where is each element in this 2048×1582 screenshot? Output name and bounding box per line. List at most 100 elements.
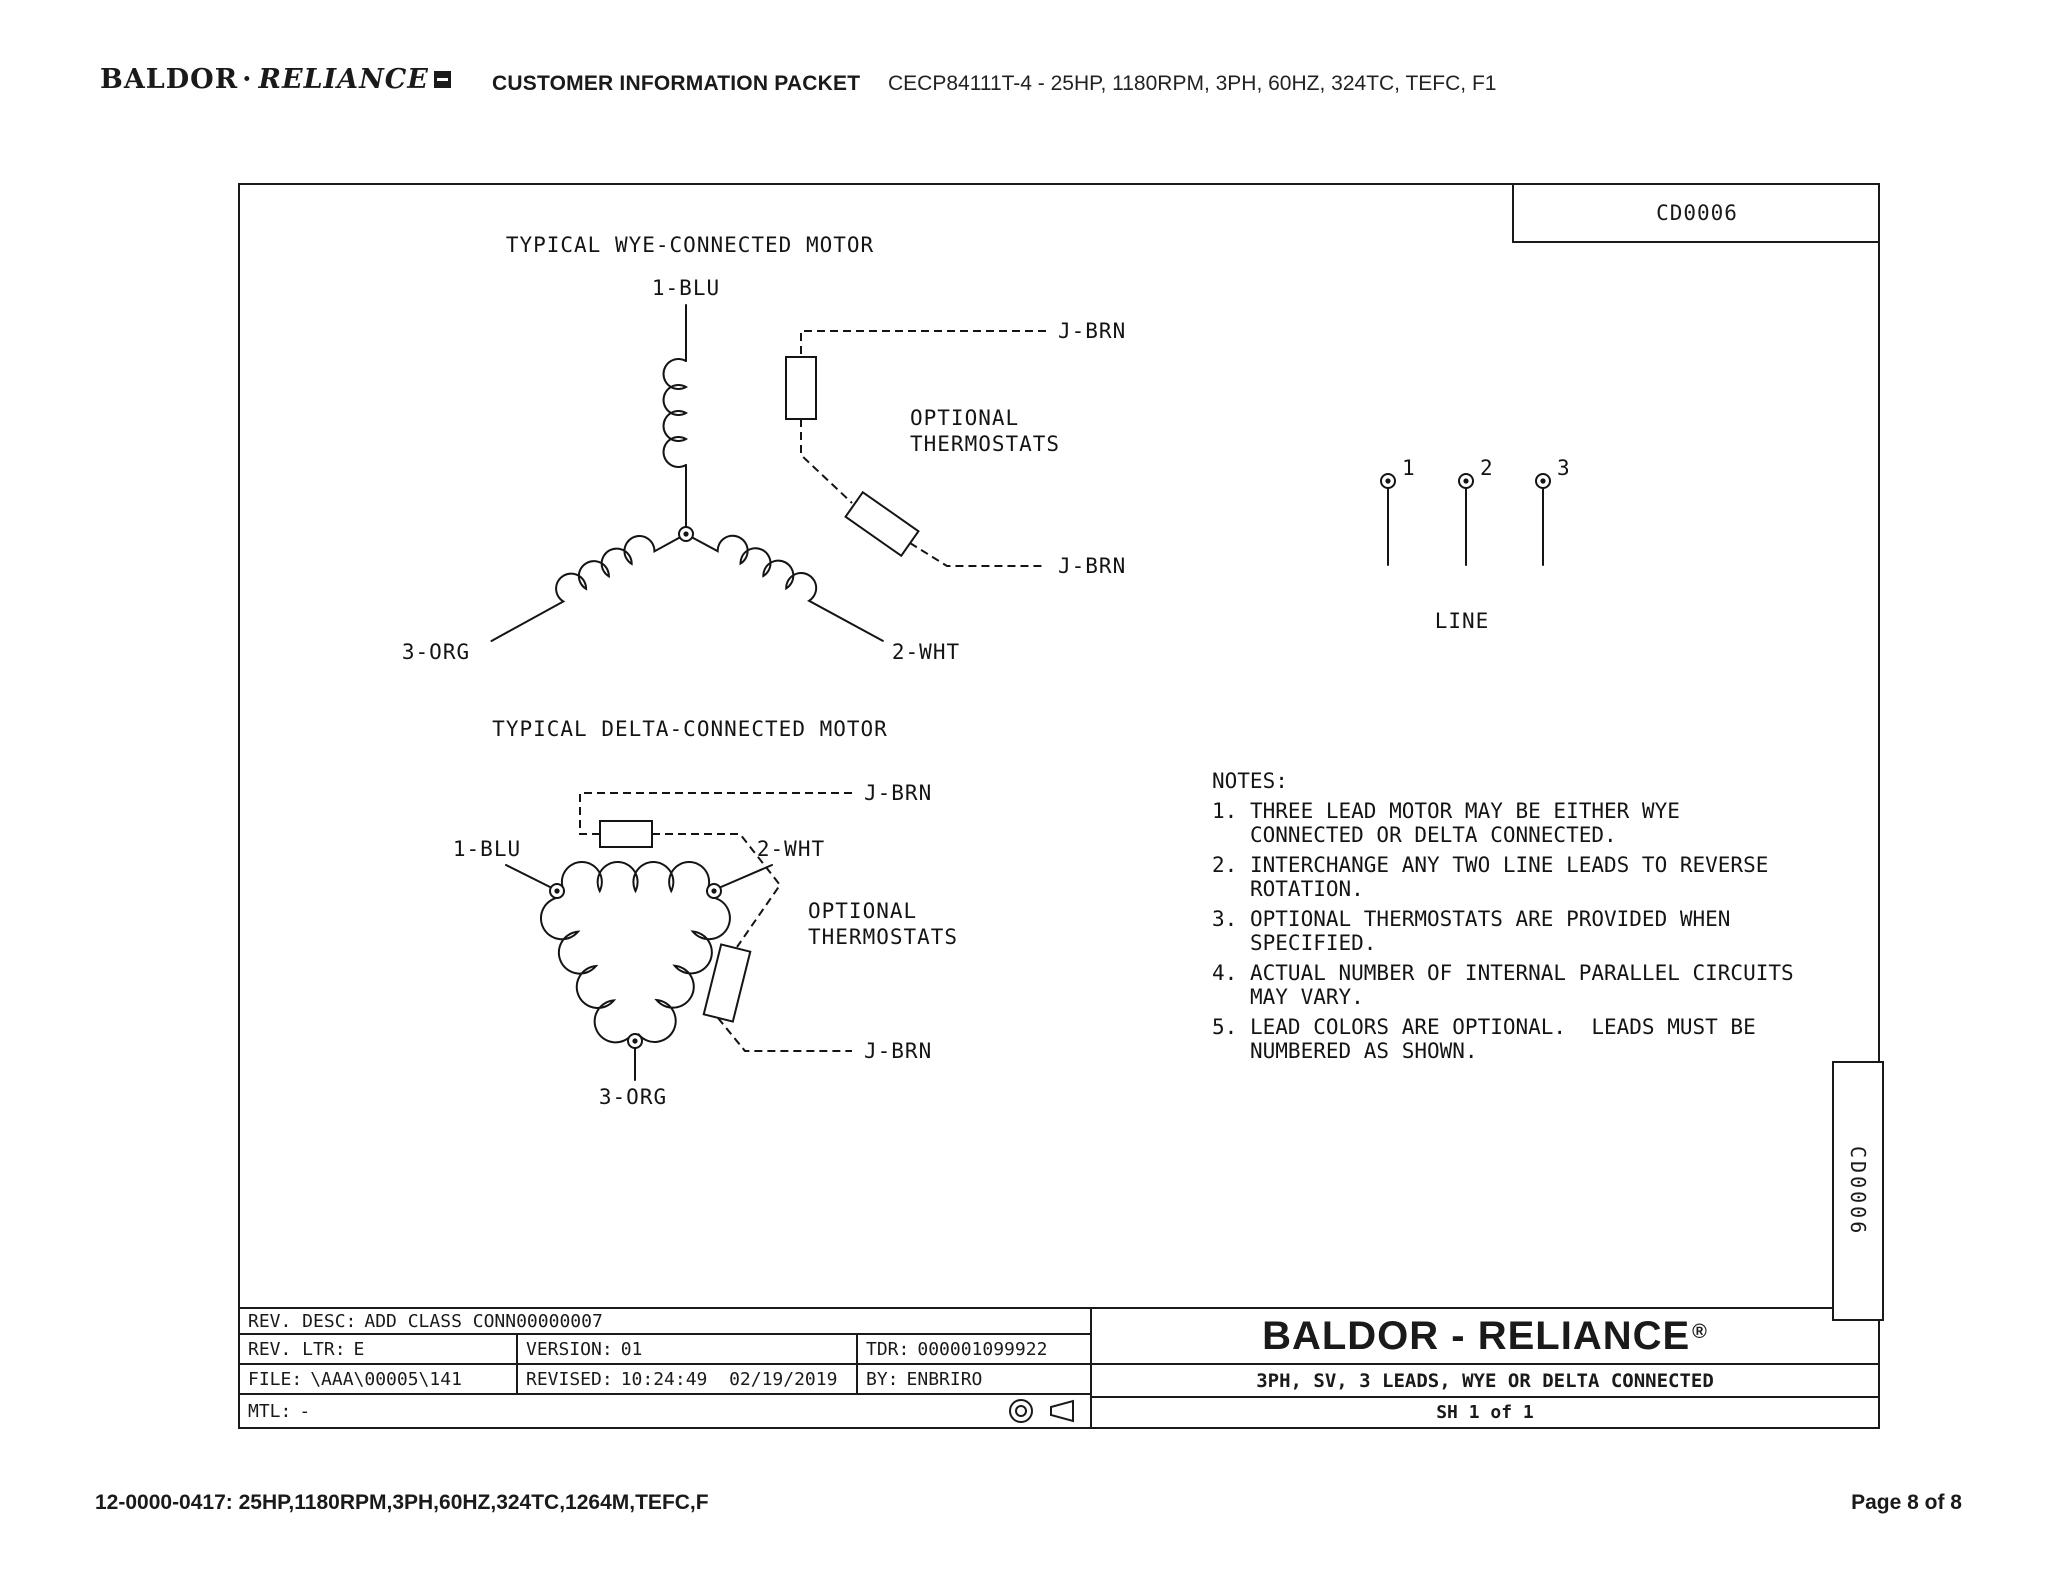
line-lead-number-1: 1 [1402,456,1416,480]
edge-code-text: CD0006 [1846,1145,1870,1237]
note-item: 4. ACTUAL NUMBER OF INTERNAL PARALLEL CI… [1212,961,1812,1009]
wye-windings [490,304,884,642]
delta-thermostat-symbol-2 [702,943,752,1023]
delta-lead2-label: 2-WHT [757,837,825,861]
file-value: \AAA\00005\141 [310,1368,462,1390]
delta-lead2-wire [720,864,773,888]
projection-cone-icon [1050,1399,1074,1423]
brand-left: BALDOR [100,64,239,95]
note-text: OPTIONAL THERMOSTATS ARE PROVIDED WHEN S… [1250,907,1744,955]
wye-jbrn-bottom-label: J-BRN [1058,554,1126,578]
by-value: ENBRIRO [906,1368,983,1390]
brand-mark-icon [433,71,451,88]
file-revised-by-row: FILE: \AAA\00005\141 REVISED: 10:24:49 0… [240,1365,1090,1395]
sheet-number: SH 1 of 1 [1436,1402,1534,1423]
tdr-label: TDR: [866,1338,910,1360]
by-cell: BY: ENBRIRO [858,1365,1090,1393]
footer-catalog-line: 12-0000-0417: 25HP,1180RPM,3PH,60HZ,324T… [95,1491,709,1514]
wye-thermostat-circuit [785,330,1046,567]
doc-type-title: CUSTOMER INFORMATION PACKET [492,72,861,95]
delta-windings [505,861,773,1081]
delta-diagram: TYPICAL DELTA-CONNECTED MOTOR 1-BLU 2-WH… [453,717,958,1109]
file-cell: FILE: \AAA\00005\141 [240,1365,518,1393]
note-item: 3. OPTIONAL THERMOSTATS ARE PROVIDED WHE… [1212,907,1812,955]
delta-lead1-wire [505,864,551,888]
wye-lead1-label: 1-BLU [652,276,720,300]
note-text: THREE LEAD MOTOR MAY BE EITHER WYE CONNE… [1250,799,1693,847]
delta-coil-top [560,861,711,894]
wye-jbrn-top-label: J-BRN [1058,319,1126,343]
delta-jbrn-top-label: J-BRN [864,781,932,805]
spec-line: CECP84111T-4 - 25HP, 1180RPM, 3PH, 60HZ,… [888,72,1497,95]
mtl-cell: MTL: - [240,1395,310,1427]
delta-jbrn-bottom-label: J-BRN [864,1039,932,1063]
file-label: FILE: [248,1368,303,1390]
wye-thermostat-symbol-1 [785,356,817,420]
delta-thermostat-note-line1: OPTIONAL [808,899,917,923]
version-value: 01 [620,1338,643,1360]
line-leads: 1 2 3 LINE [1380,456,1571,633]
rev-version-tdr-row: REV. LTR: E VERSION: 01 TDR: 00000109992… [240,1335,1090,1365]
brand-logo: BALDOR·RELIANCE [100,64,451,95]
note-text: ACTUAL NUMBER OF INTERNAL PARALLEL CIRCU… [1250,961,1807,1009]
registered-mark: ® [1692,1320,1708,1343]
revised-cell: REVISED: 10:24:49 02/19/2019 [518,1365,858,1393]
revised-label: REVISED: [526,1368,613,1390]
delta-lead3-label: 3-ORG [599,1085,667,1109]
tdr-value: 000001099922 [917,1338,1048,1360]
note-number: 5. [1212,1015,1238,1039]
wye-thermostat-symbol-2 [844,490,920,558]
note-number: 1. [1212,799,1238,823]
drawing-code: CD0006 [1656,201,1738,225]
rev-ltr-value: E [353,1338,365,1360]
notes-heading: NOTES: [1212,769,1288,793]
title-block-revision-area: REV. DESC: ADD CLASS CONN00000007 REV. L… [240,1309,1092,1427]
page-number: Page 8 of 8 [1851,1491,1962,1514]
drawing-sheet: CD0006 TYPICAL WYE-CONNECTED MOTOR 1-BLU… [238,183,1884,1429]
note-item: 5. LEAD COLORS ARE OPTIONAL. LEADS MUST … [1212,1015,1812,1063]
delta-thermostat-circuit [579,792,852,1052]
line-lead-number-2: 2 [1480,456,1494,480]
wye-diagram: TYPICAL WYE-CONNECTED MOTOR 1-BLU 3-ORG … [402,233,1126,664]
notes-block: NOTES: 1. THREE LEAD MOTOR MAY BE EITHER… [1212,769,1812,1069]
delta-thermostat-note-line2: THERMOSTATS [808,925,958,949]
version-cell: VERSION: 01 [518,1335,858,1363]
delta-title: TYPICAL DELTA-CONNECTED MOTOR [492,717,888,741]
drawing-description: 3PH, SV, 3 LEADS, WYE OR DELTA CONNECTED [1092,1365,1878,1398]
wye-title: TYPICAL WYE-CONNECTED MOTOR [506,233,874,257]
rev-ltr-cell: REV. LTR: E [240,1335,518,1363]
note-text: LEAD COLORS ARE OPTIONAL. LEADS MUST BE … [1250,1015,1769,1063]
projection-circles-icon [1009,1399,1033,1423]
note-item: 1. THREE LEAD MOTOR MAY BE EITHER WYE CO… [1212,799,1812,847]
mtl-value: - [299,1400,311,1422]
company-name-text: BALDOR - RELIANCE [1262,1313,1691,1358]
line-lead-number-3: 3 [1557,456,1571,480]
line-lead-wires [1387,487,1544,566]
wye-lead3-label: 3-ORG [402,640,470,664]
wye-lead2-label: 2-WHT [892,640,960,664]
mtl-label: MTL: [248,1400,292,1422]
line-terminal-2-icon [1458,473,1474,489]
brand-right: RELIANCE [258,64,429,95]
rev-desc-label: REV. DESC: [248,1310,357,1332]
by-label: BY: [866,1368,899,1390]
title-block-company-area: BALDOR - RELIANCE® 3PH, SV, 3 LEADS, WYE… [1092,1309,1878,1427]
note-item: 2. INTERCHANGE ANY TWO LINE LEADS TO REV… [1212,853,1812,901]
rev-ltr-label: REV. LTR: [248,1338,346,1360]
wye-thermostat-note-line1: OPTIONAL [910,406,1019,430]
tdr-cell: TDR: 000001099922 [858,1335,1090,1363]
delta-thermostat-symbol-1 [599,820,653,848]
line-label: LINE [1435,609,1490,633]
delta-terminal-icons [549,883,722,1049]
drawing-code-box: CD0006 [1512,185,1880,243]
wye-thermostat-note-line2: THERMOSTATS [910,432,1060,456]
wye-coil-3 [490,535,680,642]
note-text: INTERCHANGE ANY TWO LINE LEADS TO REVERS… [1250,853,1782,901]
brand-separator: · [242,64,253,95]
rev-desc-row: REV. DESC: ADD CLASS CONN00000007 [240,1309,1090,1335]
drawing-code-edge-tab: CD0006 [1832,1061,1884,1321]
title-block: REV. DESC: ADD CLASS CONN00000007 REV. L… [240,1307,1878,1427]
note-number: 2. [1212,853,1238,877]
rev-desc-value: ADD CLASS CONN00000007 [364,1310,603,1332]
